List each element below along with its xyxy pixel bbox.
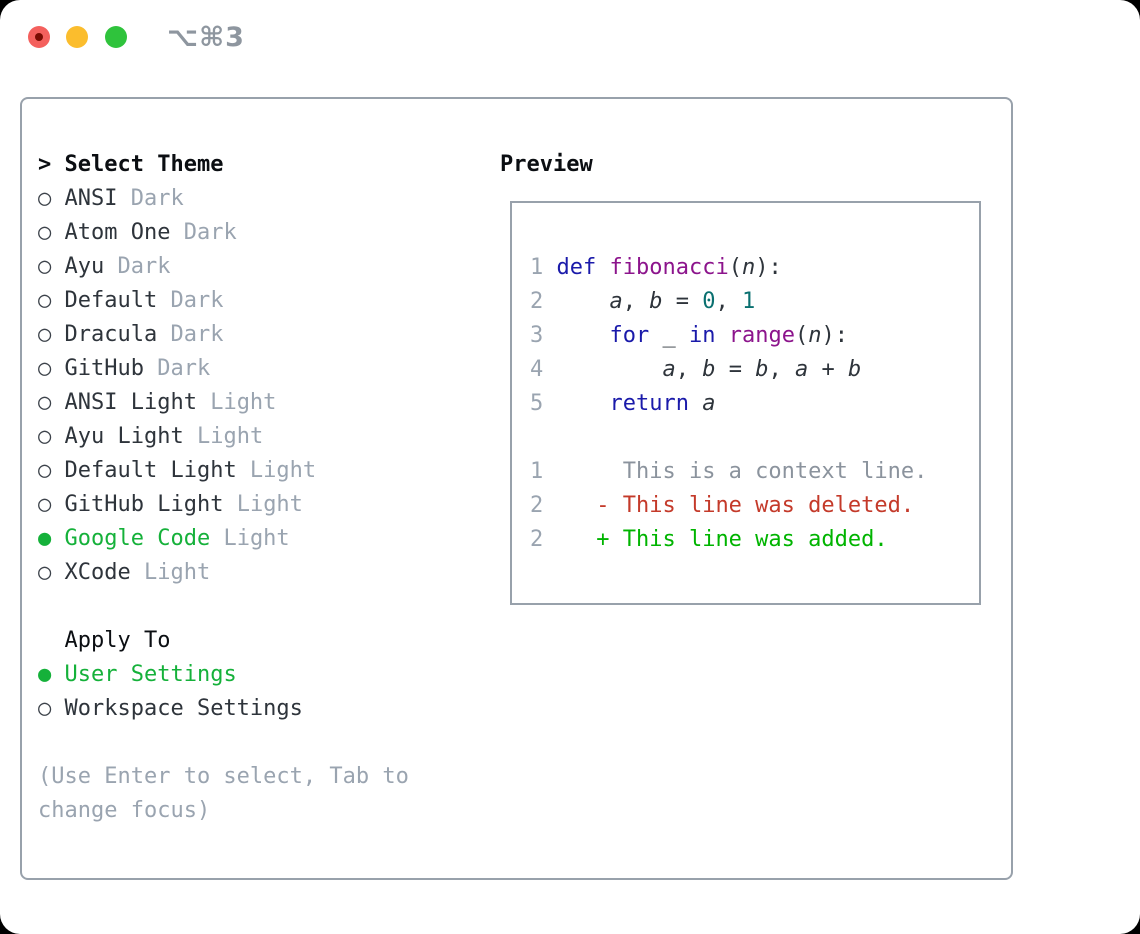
preview-line: 1 This is a context line. xyxy=(530,459,928,484)
theme-variant-tag: Light xyxy=(210,526,290,551)
theme-option-label: GitHub xyxy=(64,356,144,381)
radio-selected-icon: ● xyxy=(38,526,52,551)
theme-variant-tag: Dark xyxy=(117,186,184,211)
theme-selector-column: > Select Theme ○ ANSI Dark○ Atom One Dar… xyxy=(38,148,409,828)
spacer xyxy=(38,590,409,624)
maximize-button[interactable] xyxy=(105,26,127,48)
theme-variant-tag: Light xyxy=(130,560,211,585)
apply-option-user-settings[interactable]: ● User Settings xyxy=(38,658,409,692)
spacer xyxy=(38,726,409,760)
apply-to-header: Apply To xyxy=(64,628,171,653)
theme-option-ayu[interactable]: ○ Ayu Dark xyxy=(38,250,409,284)
theme-option-ayu-light[interactable]: ○ Ayu Light Light xyxy=(38,420,409,454)
theme-option-default-light[interactable]: ○ Default Light Light xyxy=(38,454,409,488)
theme-variant-tag: Dark xyxy=(143,356,211,381)
theme-variant-tag: Light xyxy=(196,390,277,415)
theme-option-label: XCode xyxy=(64,560,131,585)
preview-line: 2 + This line was added. xyxy=(530,527,888,552)
line-number: 5 xyxy=(530,391,544,416)
theme-variant-tag: Dark xyxy=(104,254,171,279)
focus-caret-icon: > xyxy=(38,152,52,177)
theme-option-label: ANSI xyxy=(64,186,118,211)
theme-variant-tag: Dark xyxy=(170,220,237,245)
theme-picker-panel: > Select Theme ○ ANSI Dark○ Atom One Dar… xyxy=(20,97,1013,880)
theme-option-ansi-light[interactable]: ○ ANSI Light Light xyxy=(38,386,409,420)
radio-icon: ○ xyxy=(38,424,52,449)
preview-line: 3 for _ in range(n): xyxy=(530,323,848,348)
help-text-line-1: (Use Enter to select, Tab to xyxy=(38,764,409,789)
preview-line: 4 a, b = b, a + b xyxy=(530,357,862,382)
theme-option-label: Google Code xyxy=(64,526,211,551)
titlebar: ⌥⌘3 xyxy=(0,0,1140,78)
theme-option-google-code[interactable]: ● Google Code Light xyxy=(38,522,409,556)
preview-code: 1 def fibonacci(n): 2 a, b = 0, 1 3 for _ … xyxy=(530,251,927,557)
radio-icon: ○ xyxy=(38,288,52,313)
theme-option-label: Default xyxy=(64,288,158,313)
apply-to-list: ● User Settings○ Workspace Settings xyxy=(38,658,409,726)
theme-option-github-light[interactable]: ○ GitHub Light Light xyxy=(38,488,409,522)
theme-option-atom-one[interactable]: ○ Atom One Dark xyxy=(38,216,409,250)
theme-list: ○ ANSI Dark○ Atom One Dark○ Ayu Dark○ De… xyxy=(38,182,409,590)
theme-variant-tag: Light xyxy=(236,458,317,483)
radio-icon: ○ xyxy=(38,186,52,211)
theme-option-label: Atom One xyxy=(64,220,171,245)
theme-option-label: Ayu Light xyxy=(64,424,184,449)
preview-line: 2 a, b = 0, 1 xyxy=(530,289,756,314)
preview-header: Preview xyxy=(500,152,593,177)
radio-icon: ○ xyxy=(38,322,52,347)
radio-icon: ○ xyxy=(38,492,52,517)
theme-option-xcode[interactable]: ○ XCode Light xyxy=(38,556,409,590)
theme-option-ansi[interactable]: ○ ANSI Dark xyxy=(38,182,409,216)
theme-variant-tag: Dark xyxy=(157,322,224,347)
preview-box: 1 def fibonacci(n): 2 a, b = 0, 1 3 for _ … xyxy=(510,201,981,605)
help-text-line-2: change focus) xyxy=(38,798,211,823)
apply-option-label: User Settings xyxy=(64,662,237,687)
radio-icon: ○ xyxy=(38,254,52,279)
theme-variant-tag: Light xyxy=(183,424,264,449)
select-theme-title: Select Theme xyxy=(64,152,224,177)
radio-icon: ○ xyxy=(38,560,52,585)
theme-option-github[interactable]: ○ GitHub Dark xyxy=(38,352,409,386)
radio-icon: ○ xyxy=(38,220,52,245)
theme-option-label: Dracula xyxy=(64,322,158,347)
preview-line: 1 def fibonacci(n): xyxy=(530,255,782,280)
line-number: 1 xyxy=(530,255,544,280)
theme-variant-tag: Dark xyxy=(157,288,224,313)
theme-option-label: ANSI Light xyxy=(64,390,197,415)
line-number: 2 xyxy=(530,289,544,314)
line-number: 4 xyxy=(530,357,544,382)
window-title: ⌥⌘3 xyxy=(167,22,245,53)
select-theme-header: > Select Theme xyxy=(38,148,409,182)
preview-line xyxy=(530,421,927,455)
minimize-button[interactable] xyxy=(66,26,88,48)
line-number: 2 xyxy=(530,527,544,552)
radio-icon: ○ xyxy=(38,696,52,721)
radio-icon: ○ xyxy=(38,390,52,415)
apply-option-workspace-settings[interactable]: ○ Workspace Settings xyxy=(38,692,409,726)
apply-option-label: Workspace Settings xyxy=(64,696,303,721)
radio-selected-icon: ● xyxy=(38,662,52,687)
theme-option-dracula[interactable]: ○ Dracula Dark xyxy=(38,318,409,352)
line-number: 1 xyxy=(530,459,544,484)
theme-option-default[interactable]: ○ Default Dark xyxy=(38,284,409,318)
line-number: 3 xyxy=(530,323,544,348)
radio-icon: ○ xyxy=(38,356,52,381)
theme-option-label: GitHub Light xyxy=(64,492,224,517)
close-button[interactable] xyxy=(28,26,50,48)
preview-line: 2 - This line was deleted. xyxy=(530,493,915,518)
radio-icon: ○ xyxy=(38,458,52,483)
theme-option-label: Default Light xyxy=(64,458,237,483)
theme-variant-tag: Light xyxy=(223,492,303,517)
line-number: 2 xyxy=(530,493,544,518)
preview-line: 5 return a xyxy=(530,391,716,416)
theme-option-label: Ayu xyxy=(64,254,105,279)
